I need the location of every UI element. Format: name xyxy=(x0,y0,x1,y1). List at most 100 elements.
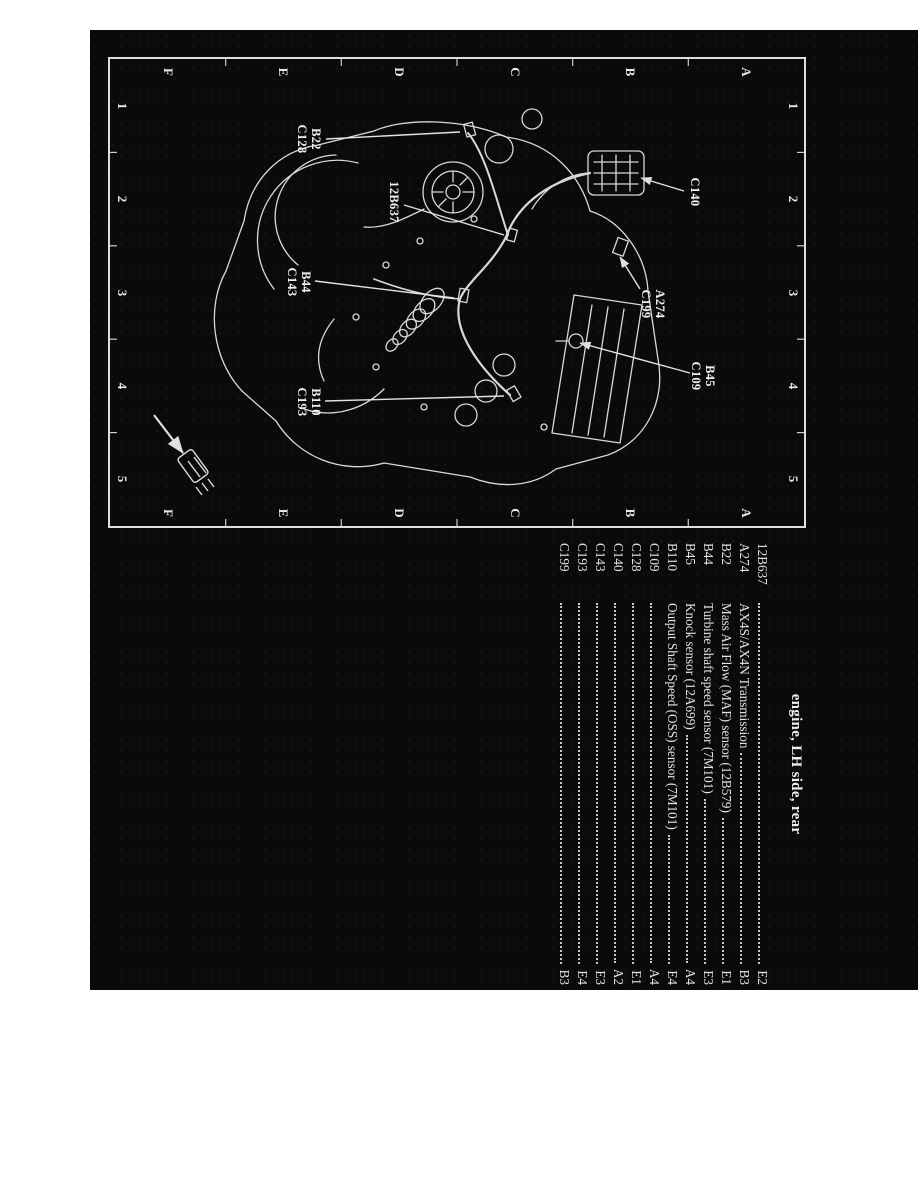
grid-number: 1 xyxy=(115,102,130,110)
callout-12b637: 12B637 xyxy=(387,173,401,231)
legend-leader xyxy=(758,603,760,965)
grid-letter: C xyxy=(508,508,523,518)
grid-number: 2 xyxy=(786,195,801,203)
grid-letter: D xyxy=(392,508,407,518)
legend-leader xyxy=(722,817,724,965)
figure-line-art xyxy=(110,59,804,526)
callout-line: B44 xyxy=(299,271,313,293)
grid-letter: E xyxy=(276,508,291,518)
legend-grid-ref: A2 xyxy=(611,968,626,985)
callout-b22-c128: B22 C128 xyxy=(295,115,323,163)
legend-desc: Turbine shaft speed sensor (7M101) xyxy=(701,603,716,794)
callout-b110-c193: B110 C193 xyxy=(295,379,323,425)
legend-desc: Knock sensor (12A699) xyxy=(683,603,698,730)
grid-number: 2 xyxy=(115,195,130,203)
legend-leader xyxy=(650,603,652,963)
callout-b44-c143: B44 C143 xyxy=(285,257,313,307)
legend-grid-ref: E1 xyxy=(629,970,644,985)
grid-number: 3 xyxy=(786,289,801,297)
legend-code: C199 xyxy=(557,543,572,572)
grid-letter: A xyxy=(739,508,754,518)
legend-grid-ref: E3 xyxy=(701,970,716,985)
engine-line-art xyxy=(213,108,661,486)
grid-letter: B xyxy=(623,67,638,77)
legend-leader xyxy=(560,603,562,964)
legend-desc: Mass Air Flow (MAF) sensor (12B579) xyxy=(719,603,734,813)
legend-grid-ref: E3 xyxy=(593,970,608,985)
legend-leader xyxy=(632,603,634,965)
rotated-page-content: A B C D E F A B C D E F 1 2 3 4 5 1 xyxy=(90,30,918,990)
legend-grid-ref: E4 xyxy=(665,970,680,985)
grid-letter: E xyxy=(276,67,291,77)
callout-line: B45 xyxy=(703,365,717,387)
legend-code: B22 xyxy=(719,543,734,565)
legend-grid-ref: B3 xyxy=(737,969,752,985)
legend-grid-ref: A4 xyxy=(683,968,698,985)
legend-code: A274 xyxy=(737,543,752,573)
grid-letter: C xyxy=(508,67,523,77)
legend-grid-ref: E4 xyxy=(575,970,590,985)
legend-leader xyxy=(686,734,688,963)
grid-letter: D xyxy=(392,67,407,77)
legend-grid-ref: E1 xyxy=(719,970,734,985)
legend-leader xyxy=(704,798,706,965)
legend-code: 12B637 xyxy=(755,543,770,585)
callout-line: B22 xyxy=(309,128,323,150)
callout-line: B110 xyxy=(309,388,323,416)
page-title: engine, LH side, rear xyxy=(788,693,804,835)
callout-line: C199 xyxy=(639,289,653,319)
legend-grid-ref: B3 xyxy=(557,969,572,985)
legend-leader xyxy=(668,834,670,965)
view-direction-arrow-icon xyxy=(153,414,215,496)
grid-letter: F xyxy=(161,68,176,76)
legend-code: C143 xyxy=(593,543,608,572)
legend-code: C140 xyxy=(611,543,626,572)
legend-code: B44 xyxy=(701,543,716,565)
legend-code: B45 xyxy=(683,543,698,565)
callout-line: C128 xyxy=(295,124,309,154)
grid-ticks xyxy=(110,59,804,526)
callout-line: 12B637 xyxy=(387,181,401,223)
legend-code: B110 xyxy=(665,543,680,572)
callout-line: C143 xyxy=(285,267,299,297)
callout-line: C109 xyxy=(689,361,703,391)
callout-a274-c199: A274 C199 xyxy=(639,281,667,327)
grid-letter: A xyxy=(739,67,754,77)
legend-leader xyxy=(578,603,580,965)
grid-number: 5 xyxy=(786,475,801,483)
legend-grid-ref: E2 xyxy=(755,970,770,985)
legend-code: C128 xyxy=(629,543,644,572)
legend-leader xyxy=(614,603,616,963)
callout-line: C140 xyxy=(688,177,702,207)
grid-number: 4 xyxy=(786,382,801,390)
legend-grid-ref: A4 xyxy=(647,968,662,985)
legend-leader xyxy=(596,603,598,965)
grid-number: 4 xyxy=(115,382,130,390)
legend-desc: AX4S/AX4N Transmission xyxy=(737,603,752,749)
grid-number: 3 xyxy=(115,289,130,297)
scanned-black-region: A B C D E F A B C D E F 1 2 3 4 5 1 xyxy=(90,30,918,990)
callout-line: A274 xyxy=(653,289,667,319)
grid-number: 1 xyxy=(786,102,801,110)
connector-view-frame: A B C D E F A B C D E F 1 2 3 4 5 1 xyxy=(108,57,806,528)
legend-desc: Output Shaft Speed (OSS) sensor (7M101) xyxy=(665,603,680,830)
callout-leader-lines xyxy=(314,131,691,402)
callout-b45-c109: B45 C109 xyxy=(689,354,717,398)
legend-code: C109 xyxy=(647,543,662,572)
grid-letter: F xyxy=(161,509,176,517)
callout-c140: C140 xyxy=(688,169,702,215)
